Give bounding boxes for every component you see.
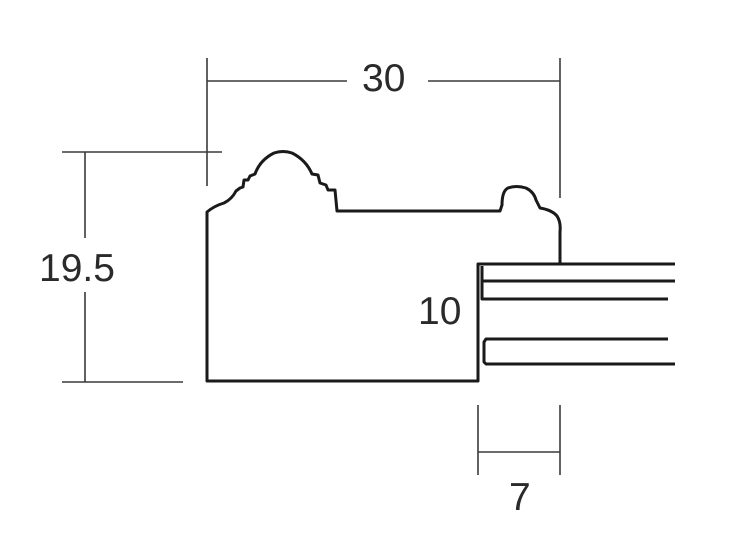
moulding-profile <box>205 150 562 383</box>
height-label: 19.5 <box>39 247 115 290</box>
width-dimension-lines <box>206 58 561 198</box>
rabbet-width-dimension-lines <box>477 405 561 475</box>
rabbet-width-label: 7 <box>509 476 531 519</box>
rabbet-depth-label: 10 <box>418 290 462 333</box>
rabbet-layers <box>480 262 675 366</box>
width-label: 30 <box>362 57 406 100</box>
height-dimension-lines <box>62 151 222 383</box>
